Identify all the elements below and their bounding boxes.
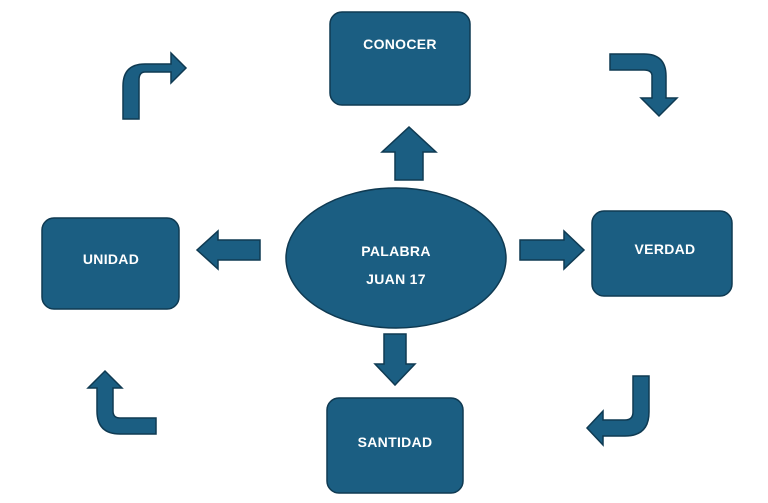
node-box-santidad bbox=[326, 397, 464, 494]
curved-arrow-top-right bbox=[609, 53, 679, 118]
arrow-right bbox=[519, 229, 586, 271]
node-box-unidad bbox=[41, 217, 180, 310]
curved-arrow-bottom-left bbox=[86, 369, 157, 435]
node-label-santidad: SANTIDAD bbox=[357, 434, 433, 450]
curved-arrow-top-left bbox=[122, 51, 188, 120]
node-box-verdad bbox=[591, 210, 733, 297]
node-label-verdad: VERDAD bbox=[634, 241, 696, 257]
node-box-conocer bbox=[329, 11, 471, 106]
arrow-down bbox=[373, 333, 417, 387]
node-label-unidad: UNIDAD bbox=[82, 251, 140, 267]
center-label-line1: PALABRA bbox=[361, 243, 431, 259]
arrow-left bbox=[195, 229, 261, 271]
center-label-line2: JUAN 17 bbox=[366, 271, 426, 287]
center-ellipse bbox=[285, 187, 507, 329]
node-label-conocer: CONOCER bbox=[363, 36, 437, 52]
arrow-up bbox=[380, 125, 438, 181]
curved-arrow-bottom-right bbox=[585, 375, 650, 447]
